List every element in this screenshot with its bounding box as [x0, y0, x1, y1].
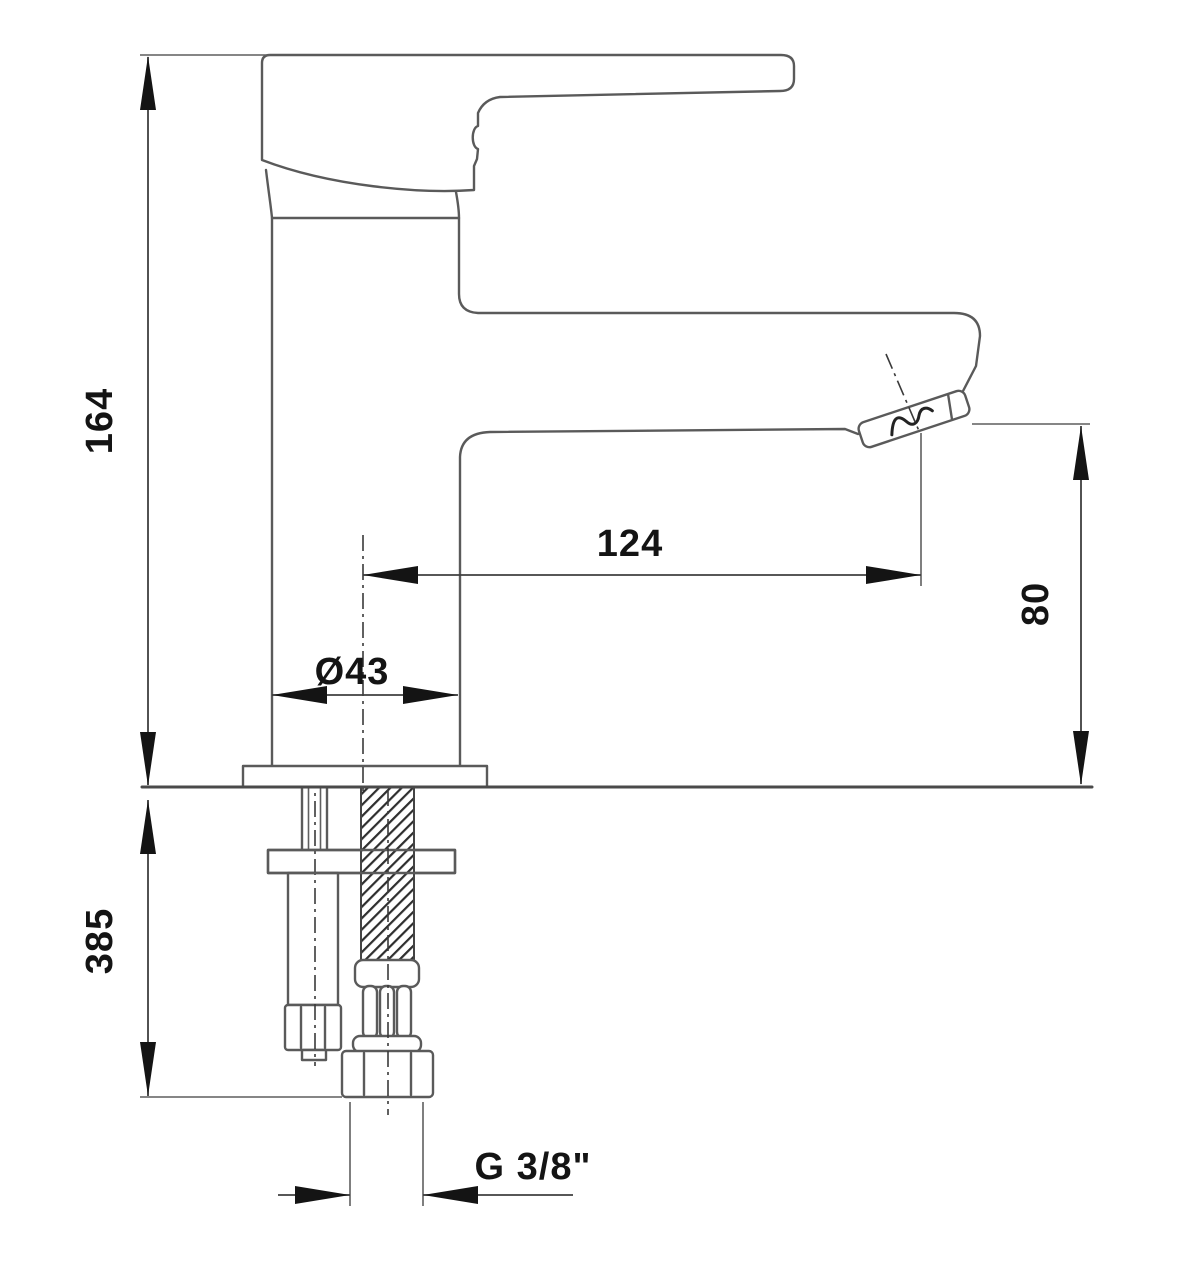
- dim-hose-length: 385: [79, 800, 342, 1098]
- arrowhead-down: [140, 1042, 156, 1096]
- expansion-sleeve: [286, 871, 340, 1007]
- outlet-axis-line: [885, 353, 920, 432]
- stud-nut: [283, 1003, 343, 1052]
- arrowhead-left: [363, 566, 418, 584]
- mounting-bracket-edges: [266, 848, 457, 875]
- faucet-outline-group: [260, 53, 982, 769]
- dim-total-height: 164: [79, 54, 270, 786]
- arrowhead-right: [866, 566, 921, 584]
- dim-label-total-height: 164: [79, 388, 121, 454]
- stud-tip: [300, 1048, 328, 1062]
- lever-handle-and-head: [260, 53, 796, 193]
- arrowhead-up: [1073, 426, 1089, 480]
- arrowhead-up: [140, 800, 156, 854]
- body-and-spout: [270, 216, 982, 769]
- neck-right-line: [454, 190, 461, 220]
- arrowhead-down: [1073, 731, 1089, 785]
- neck-left-line: [264, 168, 274, 220]
- arrowhead-up: [140, 56, 156, 110]
- hose-collar: [353, 958, 421, 989]
- dim-connection-thread: G 3/8": [278, 1102, 592, 1206]
- arrowhead-left: [423, 1186, 478, 1204]
- dim-spout-reach: 124: [363, 433, 922, 586]
- arrowhead-right: [403, 686, 458, 704]
- hose-crimp-rib: [378, 984, 396, 1040]
- arrowhead-down: [140, 732, 156, 786]
- dim-outlet-height: 80: [972, 423, 1090, 785]
- dim-label-hose-length: 385: [79, 908, 121, 974]
- flow-symbol: [890, 406, 934, 437]
- dim-body-diameter: Ø43: [272, 651, 458, 704]
- hose-crimp-rib: [395, 984, 413, 1040]
- mounting-group: [140, 535, 1094, 1115]
- dim-label-body-diameter: Ø43: [315, 651, 390, 693]
- arrowhead-right: [295, 1186, 350, 1204]
- base-plate: [241, 764, 489, 789]
- dim-label-spout-reach: 124: [597, 523, 663, 565]
- dim-label-outlet-height: 80: [1015, 582, 1057, 626]
- dim-label-connection-thread: G 3/8": [475, 1146, 592, 1188]
- hose-crimp-rib: [361, 984, 379, 1040]
- arrowhead-left: [272, 686, 327, 704]
- hose-collar-lower: [351, 1034, 423, 1054]
